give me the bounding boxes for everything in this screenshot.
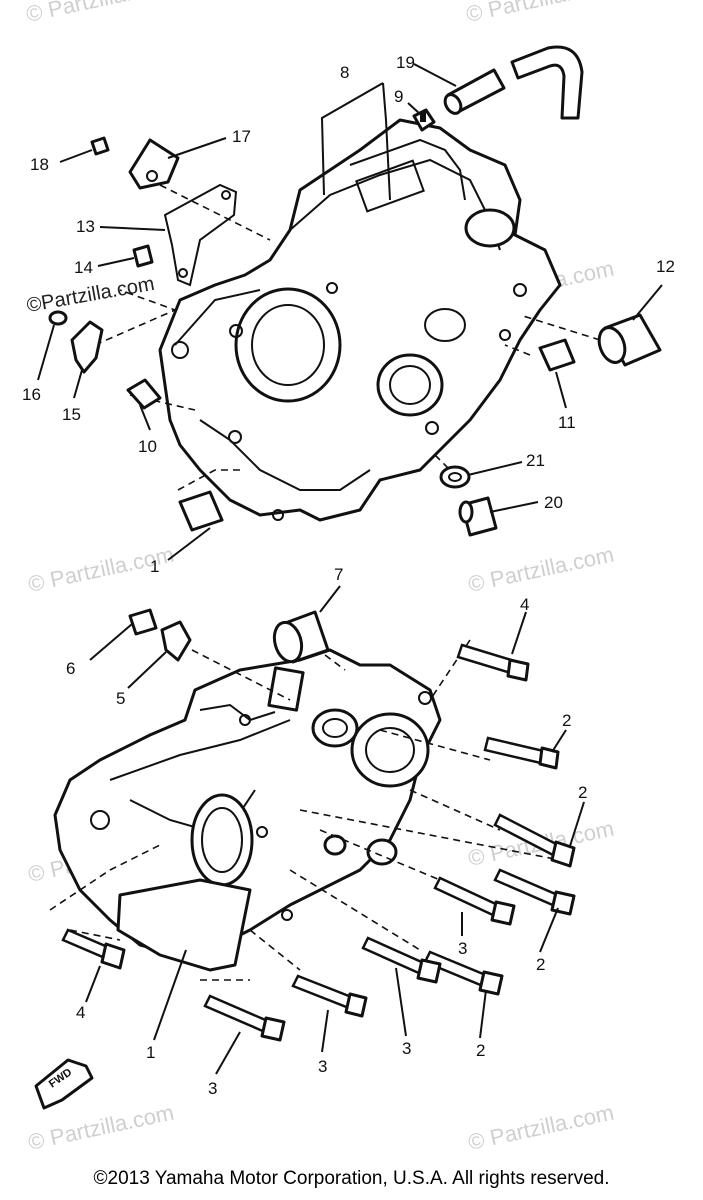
bolt-part-3-d xyxy=(203,994,286,1042)
callout-2-a: 2 xyxy=(562,711,571,730)
clip-part-15 xyxy=(70,320,104,374)
bushing-part-12 xyxy=(597,313,662,367)
callout-17: 17 xyxy=(232,127,251,146)
callout-11: 11 xyxy=(558,413,576,432)
plate-part-5 xyxy=(160,620,192,662)
callout-2-b: 2 xyxy=(578,783,587,802)
upper-assembly-lines xyxy=(94,184,601,491)
lower-assembly-lines xyxy=(49,639,561,981)
screw-part-14 xyxy=(132,244,154,268)
dowel-part-1-upper xyxy=(178,490,224,532)
watermark-text: © Partzilla.com xyxy=(464,0,614,27)
watermark-text: © Partzilla.com xyxy=(26,1100,176,1155)
callout-10: 10 xyxy=(138,437,157,456)
bracket-part-17 xyxy=(128,138,180,190)
bolt-part-2-a xyxy=(483,736,560,770)
callout-19: 19 xyxy=(396,53,415,72)
left-crankcase-part-1 xyxy=(53,648,442,972)
callout-18: 18 xyxy=(30,155,49,174)
watermark-text: © Partzilla.com xyxy=(24,0,174,27)
bolt-part-10 xyxy=(126,378,162,410)
leader-lines xyxy=(37,63,663,1075)
callout-20: 20 xyxy=(544,493,563,512)
watermark-text: © Partzilla.com xyxy=(466,542,616,597)
callout-labels: 8 9 19 18 17 13 14 16 15 10 12 11 21 20 … xyxy=(22,53,675,1098)
callout-12: 12 xyxy=(656,257,675,276)
callout-2-d: 2 xyxy=(476,1041,485,1060)
callout-7: 7 xyxy=(334,565,343,584)
watermark-highlight: ©Partzilla.com xyxy=(25,273,156,317)
callout-3-c: 3 xyxy=(318,1057,327,1076)
fitting-part-9 xyxy=(412,108,436,132)
drain-bolt-part-20 xyxy=(458,496,498,537)
watermarks: © Partzilla.com © Partzilla.com © Partzi… xyxy=(24,0,616,1155)
screw-part-6 xyxy=(128,608,158,636)
callout-14: 14 xyxy=(74,258,93,277)
callout-3-b: 3 xyxy=(402,1039,411,1058)
bolt-part-4-lower xyxy=(61,928,126,970)
seal-part-7 xyxy=(272,610,330,664)
copyright-footer: ©2013 Yamaha Motor Corporation, U.S.A. A… xyxy=(93,1168,610,1189)
bolt-part-3-c xyxy=(291,974,368,1018)
bolt-part-2-b xyxy=(493,813,576,868)
callout-15: 15 xyxy=(62,405,81,424)
callout-1-upper: 1 xyxy=(150,557,159,576)
watermark-text: © Partzilla.com xyxy=(466,1100,616,1155)
bolt-part-2-d xyxy=(423,950,504,996)
crankcase-diagram: © Partzilla.com © Partzilla.com © Partzi… xyxy=(22,0,675,1155)
bolt-part-4-upper xyxy=(456,643,530,682)
callout-3-a: 3 xyxy=(458,939,467,958)
callout-2-c: 2 xyxy=(536,955,545,974)
right-crankcase-cover-part-8 xyxy=(158,118,562,522)
callout-8: 8 xyxy=(340,63,349,82)
forward-arrow-icon: FWD xyxy=(34,1058,94,1110)
callout-3-d: 3 xyxy=(208,1079,217,1098)
callout-1-lower: 1 xyxy=(146,1043,155,1062)
callout-9: 9 xyxy=(394,87,403,106)
callout-16: 16 xyxy=(22,385,41,404)
screw-part-18 xyxy=(90,136,110,156)
callout-21: 21 xyxy=(526,451,545,470)
callout-4-lower: 4 xyxy=(76,1003,85,1022)
hose-part-19 xyxy=(443,45,584,120)
callout-13: 13 xyxy=(76,217,95,236)
bolt-part-3-b xyxy=(361,936,442,984)
callout-6: 6 xyxy=(66,659,75,678)
bolt-part-3-a xyxy=(433,876,516,926)
callout-4-upper: 4 xyxy=(520,595,529,614)
pin-part-16 xyxy=(48,310,68,326)
washer-part-21 xyxy=(439,465,471,489)
callout-5: 5 xyxy=(116,689,125,708)
dowel-part-11 xyxy=(538,338,576,372)
gasket-part-13 xyxy=(163,183,238,287)
